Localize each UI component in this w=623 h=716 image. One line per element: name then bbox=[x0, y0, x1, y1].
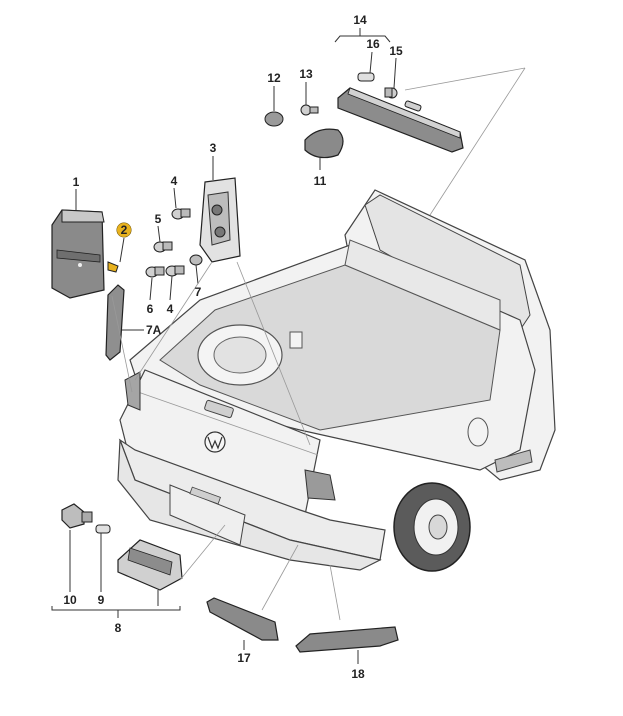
label-7: 7 bbox=[195, 285, 202, 299]
label-15: 15 bbox=[389, 44, 403, 58]
label-4-top: 4 bbox=[171, 174, 178, 188]
leader-lines bbox=[51, 28, 526, 664]
label-2-highlight bbox=[117, 223, 131, 237]
part-1-tail-light bbox=[51, 209, 105, 299]
label-11: 11 bbox=[314, 174, 327, 188]
label-1: 1 bbox=[73, 175, 80, 189]
part-18-reflector bbox=[295, 626, 399, 653]
label-17: 17 bbox=[237, 651, 251, 665]
label-3: 3 bbox=[210, 141, 217, 155]
label-4-bottom: 4 bbox=[167, 302, 174, 316]
part-12-cap bbox=[264, 111, 284, 127]
label-5: 5 bbox=[155, 212, 162, 226]
callout-labels: 1 2 3 4 5 6 4 7 7A 8 9 10 11 12 13 14 15… bbox=[63, 13, 403, 681]
label-14: 14 bbox=[353, 13, 367, 27]
part-16-bulb bbox=[357, 72, 375, 82]
vw-logo-icon bbox=[204, 431, 226, 453]
part-17-reflector bbox=[206, 597, 279, 641]
label-13: 13 bbox=[299, 67, 313, 81]
part-11-seal bbox=[304, 128, 344, 159]
part-14-brake-light bbox=[337, 87, 464, 153]
label-18: 18 bbox=[351, 667, 365, 681]
part-3-bulb-holder bbox=[199, 177, 241, 263]
pickup-vehicle bbox=[117, 189, 556, 572]
part-15-screw bbox=[384, 87, 398, 99]
label-12: 12 bbox=[267, 71, 281, 85]
label-7a: 7A bbox=[146, 323, 162, 337]
label-10: 10 bbox=[63, 593, 77, 607]
label-9: 9 bbox=[98, 593, 105, 607]
label-8: 8 bbox=[115, 621, 122, 635]
label-16: 16 bbox=[366, 37, 380, 51]
part-8-plate-light bbox=[117, 539, 183, 591]
part-10-socket bbox=[61, 503, 93, 529]
label-6: 6 bbox=[147, 302, 154, 316]
part-7a-reflector bbox=[105, 284, 125, 361]
part-13-bolt bbox=[300, 104, 319, 116]
label-2: 2 bbox=[121, 223, 128, 237]
part-9-bulb bbox=[95, 524, 111, 534]
